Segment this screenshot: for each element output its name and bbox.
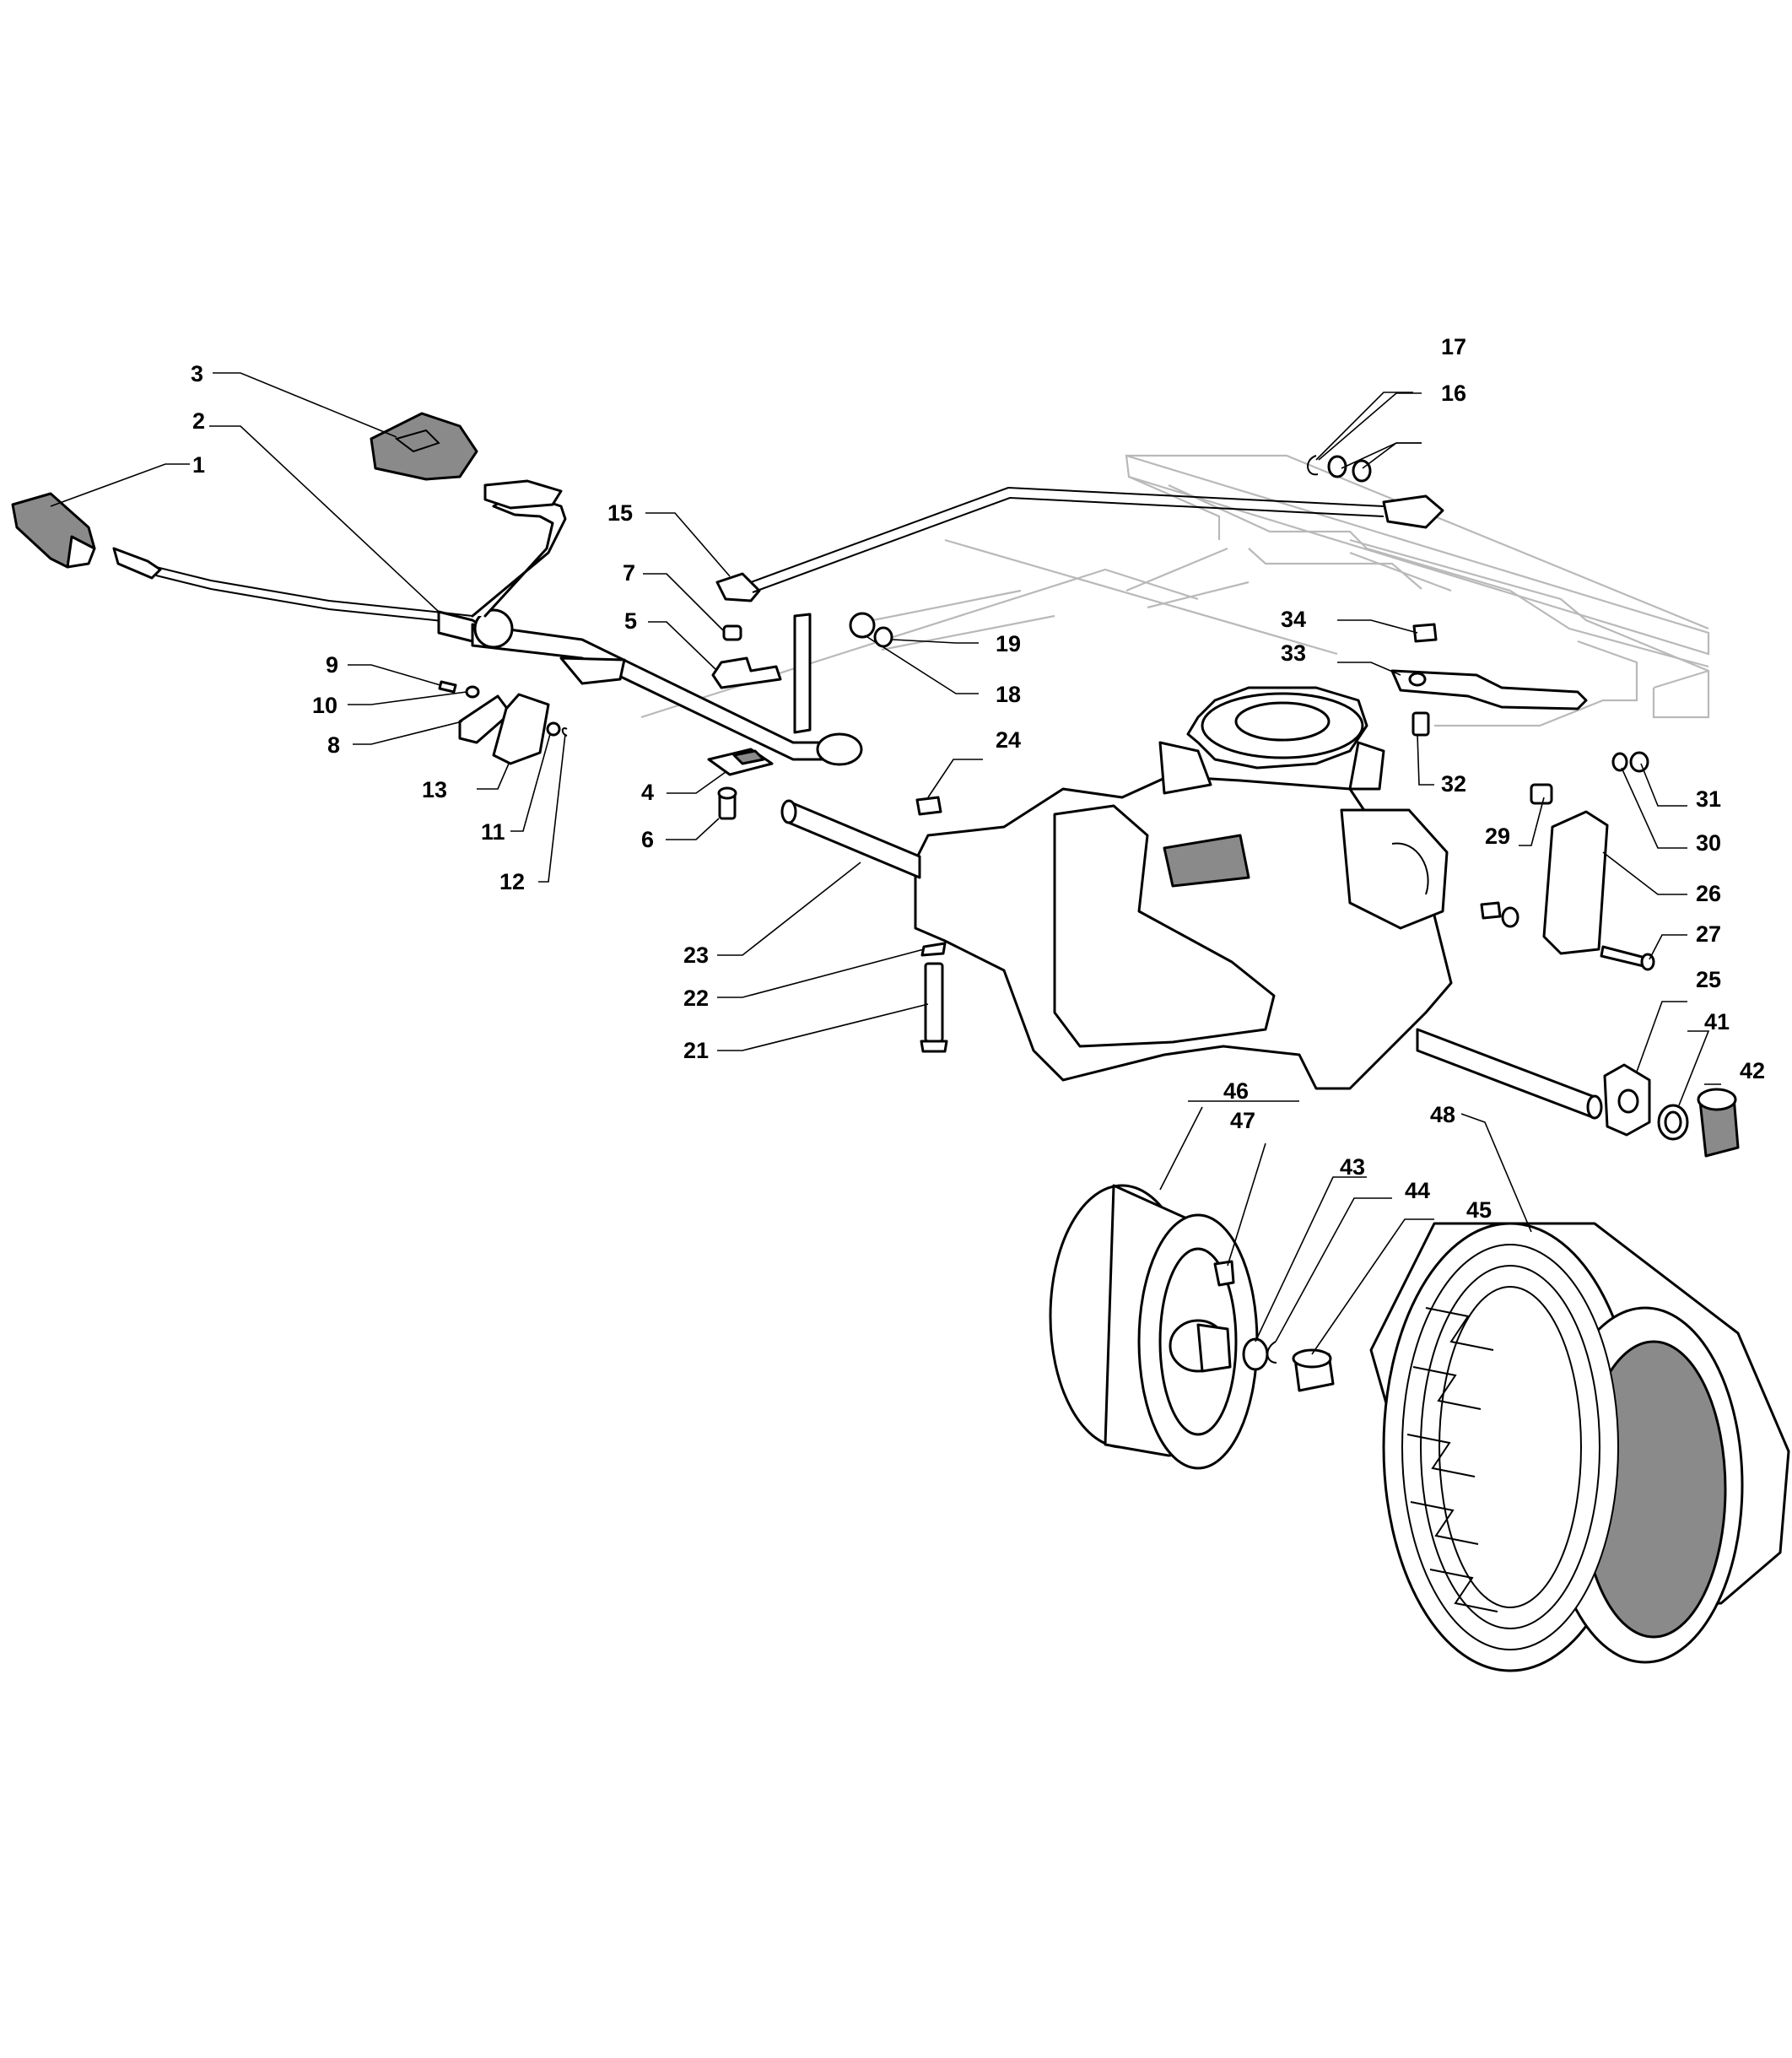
callout-32: 32 <box>1441 771 1466 797</box>
part-8-plate <box>458 694 512 744</box>
callout-8: 8 <box>327 732 340 758</box>
part-43-washer <box>1242 1337 1269 1371</box>
callout-1: 1 <box>192 452 205 478</box>
callout-25: 25 <box>1696 967 1721 992</box>
part-3-cover <box>370 412 478 481</box>
transaxle-housing <box>914 686 1453 1090</box>
part-33-link <box>1390 669 1588 710</box>
part-42-bushing <box>1697 1088 1740 1158</box>
callout-12: 12 <box>499 869 525 894</box>
callout-24: 24 <box>996 727 1021 753</box>
callout-43: 43 <box>1340 1154 1365 1180</box>
part-29-bolt <box>1530 783 1553 805</box>
part-27-bolt <box>1600 945 1655 971</box>
callout-22: 22 <box>683 986 709 1011</box>
callout-13: 13 <box>422 777 447 802</box>
callout-44: 44 <box>1405 1178 1430 1203</box>
callout-42: 42 <box>1740 1058 1765 1083</box>
callout-23: 23 <box>683 943 709 968</box>
callout-21: 21 <box>683 1038 709 1063</box>
extra-nut-washer <box>1480 901 1519 928</box>
part-4-bracket <box>707 748 774 776</box>
callout-27: 27 <box>1696 921 1721 947</box>
part-32-bolt <box>1411 711 1430 737</box>
callout-18: 18 <box>996 682 1021 707</box>
callout-29: 29 <box>1485 824 1510 849</box>
part-16-washers <box>1327 455 1372 483</box>
part-23-left-axle <box>780 799 921 879</box>
leader-lines <box>50 372 1721 1355</box>
callout-11: 11 <box>481 819 505 845</box>
callout-19: 19 <box>996 631 1021 656</box>
callout-30: 30 <box>1696 830 1721 856</box>
part-24-nut <box>915 796 942 816</box>
callout-46: 46 <box>1223 1078 1249 1104</box>
callout-4: 4 <box>641 780 654 805</box>
callout-45: 45 <box>1466 1197 1492 1223</box>
callout-31: 31 <box>1696 786 1721 812</box>
callout-15: 15 <box>607 500 633 526</box>
part-48-tire <box>1369 1222 1790 1672</box>
part-45-bushing <box>1292 1348 1335 1392</box>
part-11-washer <box>546 721 561 737</box>
callout-6: 6 <box>641 827 654 852</box>
callout-33: 33 <box>1281 640 1306 666</box>
callout-26: 26 <box>1696 881 1721 906</box>
part-1-handle-grip <box>11 492 96 569</box>
callout-9: 9 <box>326 652 338 678</box>
part-13-switch <box>492 693 550 765</box>
callout-41: 41 <box>1704 1009 1730 1034</box>
part-41-washer <box>1657 1104 1689 1141</box>
callout-2: 2 <box>192 408 205 434</box>
part-2-lever-rod <box>112 479 863 766</box>
part-21-long-bolt <box>920 962 948 1053</box>
callout-10: 10 <box>312 693 337 718</box>
right-axle <box>1416 1028 1603 1120</box>
part-25-bracket <box>1603 1063 1651 1137</box>
callout-47: 47 <box>1230 1108 1255 1133</box>
part-46-wheel-rim <box>1049 1184 1259 1470</box>
control-rod <box>750 486 1444 593</box>
callout-17: 17 <box>1441 334 1466 359</box>
part-30-washer <box>1611 752 1628 772</box>
part-22-spring-washer <box>920 942 947 957</box>
part-18-washer <box>849 612 876 639</box>
callout-7: 7 <box>623 560 635 586</box>
part-7-nut <box>722 624 742 641</box>
part-9-screw <box>438 680 457 694</box>
callout-5: 5 <box>624 608 637 634</box>
part-17-clip <box>1307 455 1319 476</box>
callout-3: 3 <box>191 361 203 386</box>
part-31-nut <box>1629 751 1649 773</box>
callout-34: 34 <box>1281 607 1306 632</box>
part-47-valve <box>1213 1260 1235 1287</box>
chassis-frame <box>640 454 1710 727</box>
part-10-washer <box>465 685 480 699</box>
part-15-rod-end <box>715 572 761 602</box>
part-44-clip <box>1266 1341 1277 1364</box>
callout-48: 48 <box>1430 1102 1455 1127</box>
part-19-nut <box>873 626 893 648</box>
callout-labels: 1 2 3 4 5 6 7 8 9 10 11 12 13 15 16 17 1… <box>191 334 1765 1223</box>
part-26-plate <box>1542 810 1609 955</box>
callout-16: 16 <box>1441 381 1466 406</box>
part-5-clamp <box>711 656 782 689</box>
part-6-bolt <box>717 786 737 820</box>
part-34-nut <box>1412 623 1438 643</box>
